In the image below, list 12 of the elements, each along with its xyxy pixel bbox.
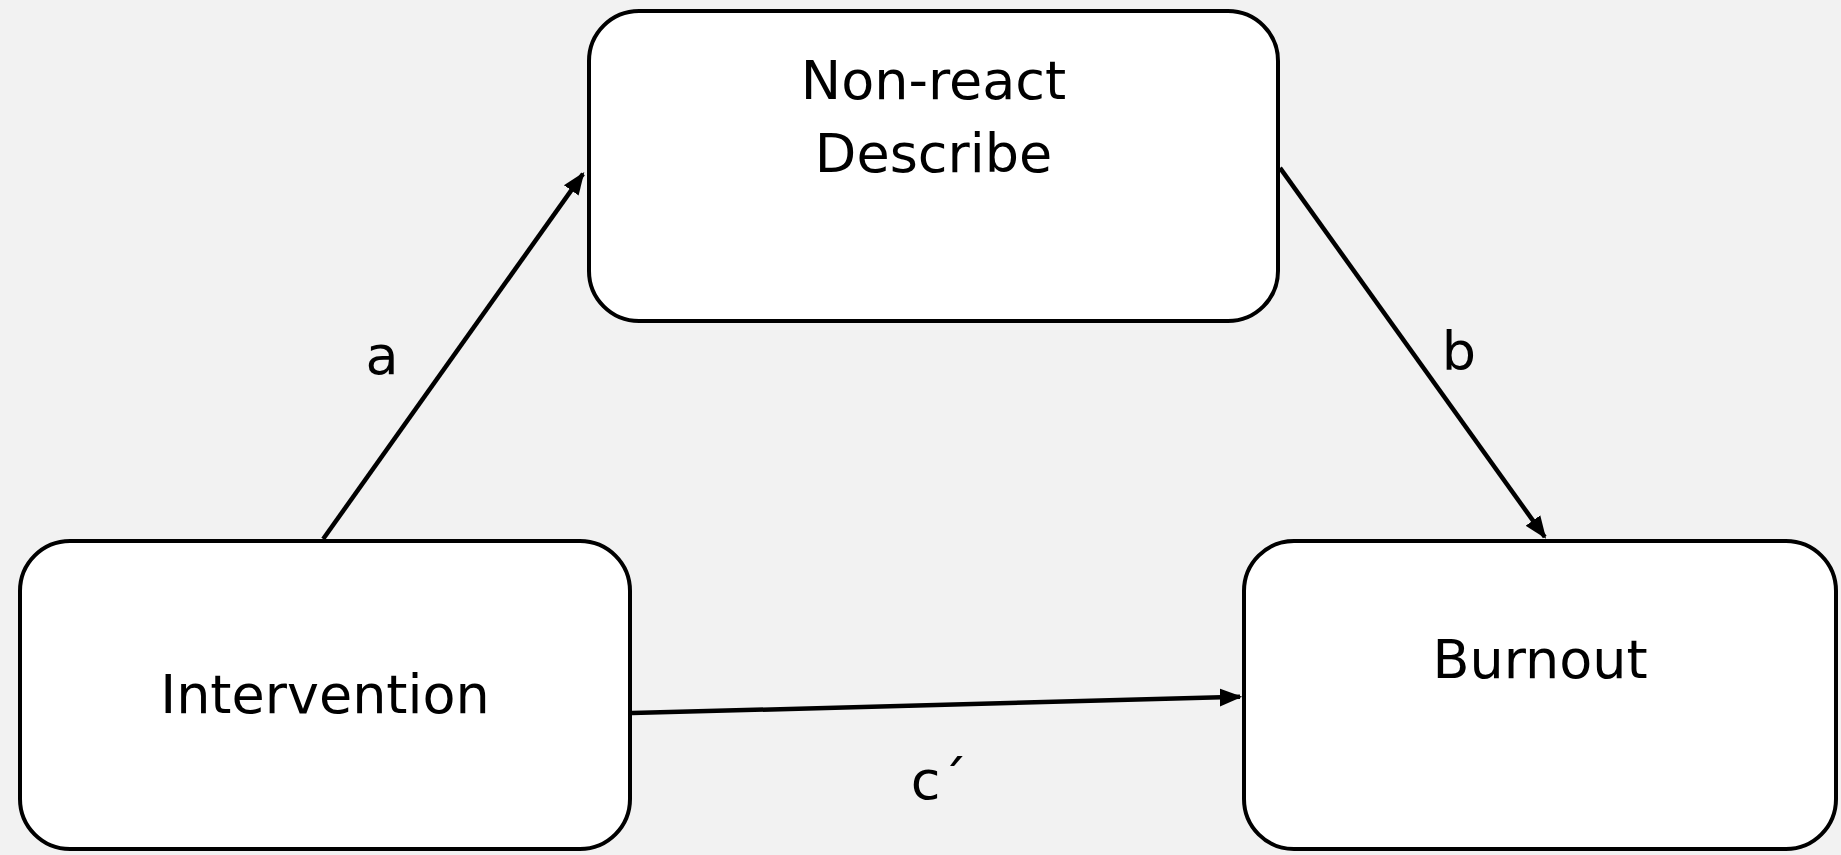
process-box	[1242, 539, 1838, 851]
node-label: Burnout	[1432, 626, 1648, 693]
process-box	[18, 539, 632, 851]
arrow	[321, 172, 585, 541]
node-label: Non-react Describe	[799, 48, 1068, 187]
edge-label: c´	[910, 754, 968, 808]
arrow	[1278, 166, 1547, 539]
edge-label: b	[1441, 325, 1477, 379]
edge-label: a	[365, 329, 399, 383]
arrow	[631, 688, 1243, 716]
process-box	[587, 9, 1280, 323]
node-label: Intervention	[160, 661, 490, 728]
